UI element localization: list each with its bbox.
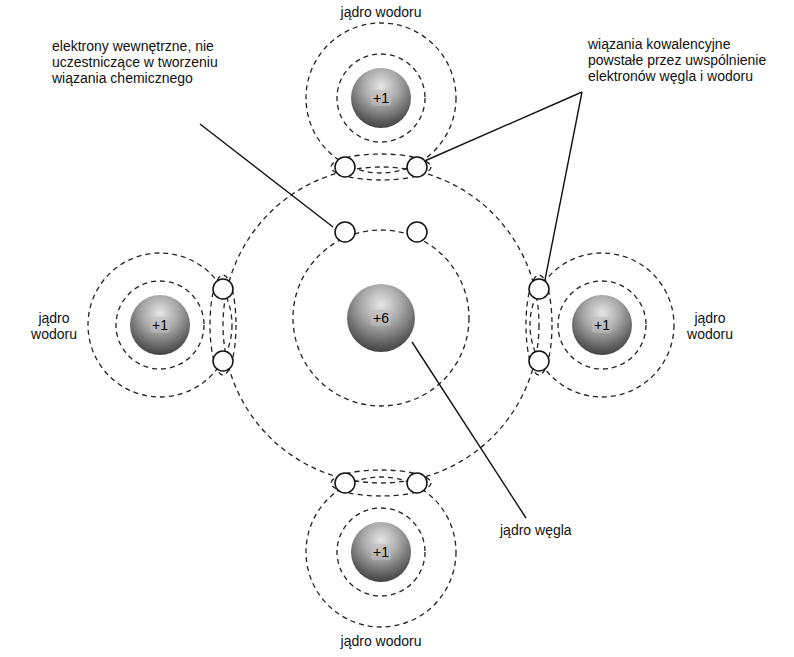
hydrogen-shell <box>306 23 456 173</box>
outer-shell <box>223 167 539 483</box>
hydrogen-shell <box>306 477 456 627</box>
electron <box>335 222 355 242</box>
nucleus-charge: +1 <box>150 317 170 333</box>
nucleus: +6 <box>347 284 415 352</box>
electron <box>335 473 355 493</box>
electron <box>529 351 549 371</box>
electron <box>407 473 427 493</box>
nucleus: +1 <box>572 295 632 355</box>
hydrogen-shell <box>337 508 425 596</box>
callout-text: wiązania kowalencyjne powstałe przez uws… <box>588 36 770 84</box>
part-name: jądro wodoru <box>331 633 431 649</box>
part-name: jądro wodoru <box>26 310 82 342</box>
electron <box>335 157 355 177</box>
nucleus-charge: +1 <box>371 90 391 106</box>
shared-pair <box>210 275 236 375</box>
nucleus: +1 <box>351 68 411 128</box>
part-name: jądro węgla <box>500 522 600 538</box>
hydrogen-shell <box>558 281 646 369</box>
nucleus: +1 <box>351 522 411 582</box>
part-name: jądro wodoru <box>682 310 738 342</box>
electron <box>529 279 549 299</box>
shared-pair <box>331 154 431 180</box>
electron <box>407 157 427 177</box>
leader-line <box>543 92 582 290</box>
callout-text: elektrony wewnętrzne, nie uczestniczące … <box>52 38 230 86</box>
leader-line <box>412 342 526 518</box>
inner-shell <box>293 230 469 406</box>
shared-pair <box>526 275 552 375</box>
hydrogen-shell <box>88 253 232 397</box>
nucleus-charge: +1 <box>371 544 391 560</box>
electron <box>213 279 233 299</box>
electron <box>407 222 427 242</box>
part-name: jądro wodoru <box>331 4 431 20</box>
electron <box>213 351 233 371</box>
nucleus-charge: +6 <box>371 310 391 326</box>
shared-pair <box>331 470 431 496</box>
leader-line <box>200 124 333 227</box>
nucleus: +1 <box>130 295 190 355</box>
nucleus-charge: +1 <box>592 317 612 333</box>
leader-line <box>420 92 582 163</box>
hydrogen-shell <box>116 281 204 369</box>
hydrogen-shell <box>337 54 425 142</box>
